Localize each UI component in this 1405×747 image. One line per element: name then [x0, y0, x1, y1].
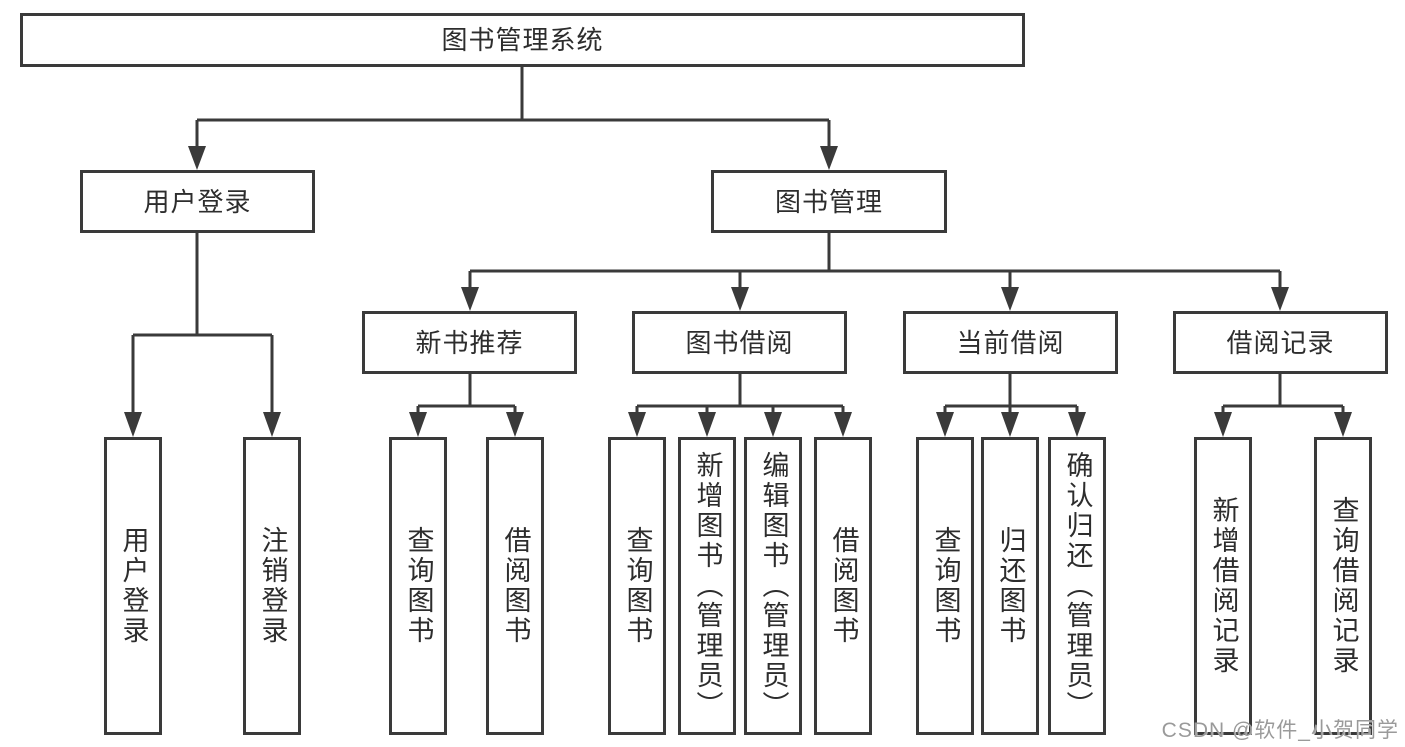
- node-book-borrow-label: 图书借阅: [685, 327, 794, 358]
- node-book-management: 图书管理: [711, 170, 947, 233]
- leaf-add-borrow-record: 新增借阅记录: [1194, 437, 1252, 735]
- leaf-query-books-current: 查询图书: [916, 437, 974, 735]
- node-current-borrow-label: 当前借阅: [956, 327, 1065, 358]
- node-user-login-label: 用户登录: [143, 186, 252, 217]
- node-user-login: 用户登录: [80, 170, 315, 233]
- leaf-add-borrow-record-label: 新增借阅记录: [1208, 496, 1239, 676]
- leaf-logout: 注销登录: [243, 437, 301, 735]
- csdn-watermark: CSDN @软件_小贺同学: [1161, 719, 1399, 742]
- arrowheads: [124, 146, 1352, 437]
- node-borrow-records-label: 借阅记录: [1226, 327, 1335, 358]
- leaf-add-book-admin: 新增图书（管理员）: [678, 437, 736, 735]
- leaf-edit-book-admin: 编辑图书（管理员）: [744, 437, 802, 735]
- leaf-query-borrow-record-label: 查询借阅记录: [1328, 496, 1359, 676]
- leaf-borrow-books-recommend: 借阅图书: [486, 437, 544, 735]
- leaf-borrow-books-recommend-label: 借阅图书: [500, 526, 531, 646]
- node-book-management-label: 图书管理: [774, 186, 883, 217]
- leaf-edit-book-admin-label: 编辑图书（管理员）: [758, 451, 789, 721]
- leaf-logout-label: 注销登录: [257, 526, 288, 646]
- leaf-query-borrow-record: 查询借阅记录: [1314, 437, 1372, 735]
- leaf-query-books-recommend: 查询图书: [389, 437, 447, 735]
- node-root-label: 图书管理系统: [441, 25, 604, 55]
- leaf-confirm-return-admin: 确认归还（管理员）: [1048, 437, 1106, 735]
- leaf-return-book-label: 归还图书: [995, 526, 1026, 646]
- node-book-borrow: 图书借阅: [632, 311, 847, 374]
- leaf-user-login: 用户登录: [104, 437, 162, 735]
- leaf-borrow-books: 借阅图书: [814, 437, 872, 735]
- leaf-query-books-recommend-label: 查询图书: [403, 526, 434, 646]
- node-root: 图书管理系统: [20, 13, 1025, 67]
- leaf-confirm-return-admin-label: 确认归还（管理员）: [1062, 451, 1093, 721]
- leaf-query-books-current-label: 查询图书: [930, 526, 961, 646]
- leaf-query-books-borrow-label: 查询图书: [622, 526, 653, 646]
- leaf-add-book-admin-label: 新增图书（管理员）: [692, 451, 723, 721]
- node-new-book-recommend-label: 新书推荐: [415, 327, 524, 358]
- leaf-return-book: 归还图书: [981, 437, 1039, 735]
- node-new-book-recommend: 新书推荐: [362, 311, 577, 374]
- node-current-borrow: 当前借阅: [903, 311, 1118, 374]
- leaf-query-books-borrow: 查询图书: [608, 437, 666, 735]
- leaf-borrow-books-label: 借阅图书: [828, 526, 859, 646]
- node-borrow-records: 借阅记录: [1173, 311, 1388, 374]
- leaf-user-login-label: 用户登录: [118, 526, 149, 646]
